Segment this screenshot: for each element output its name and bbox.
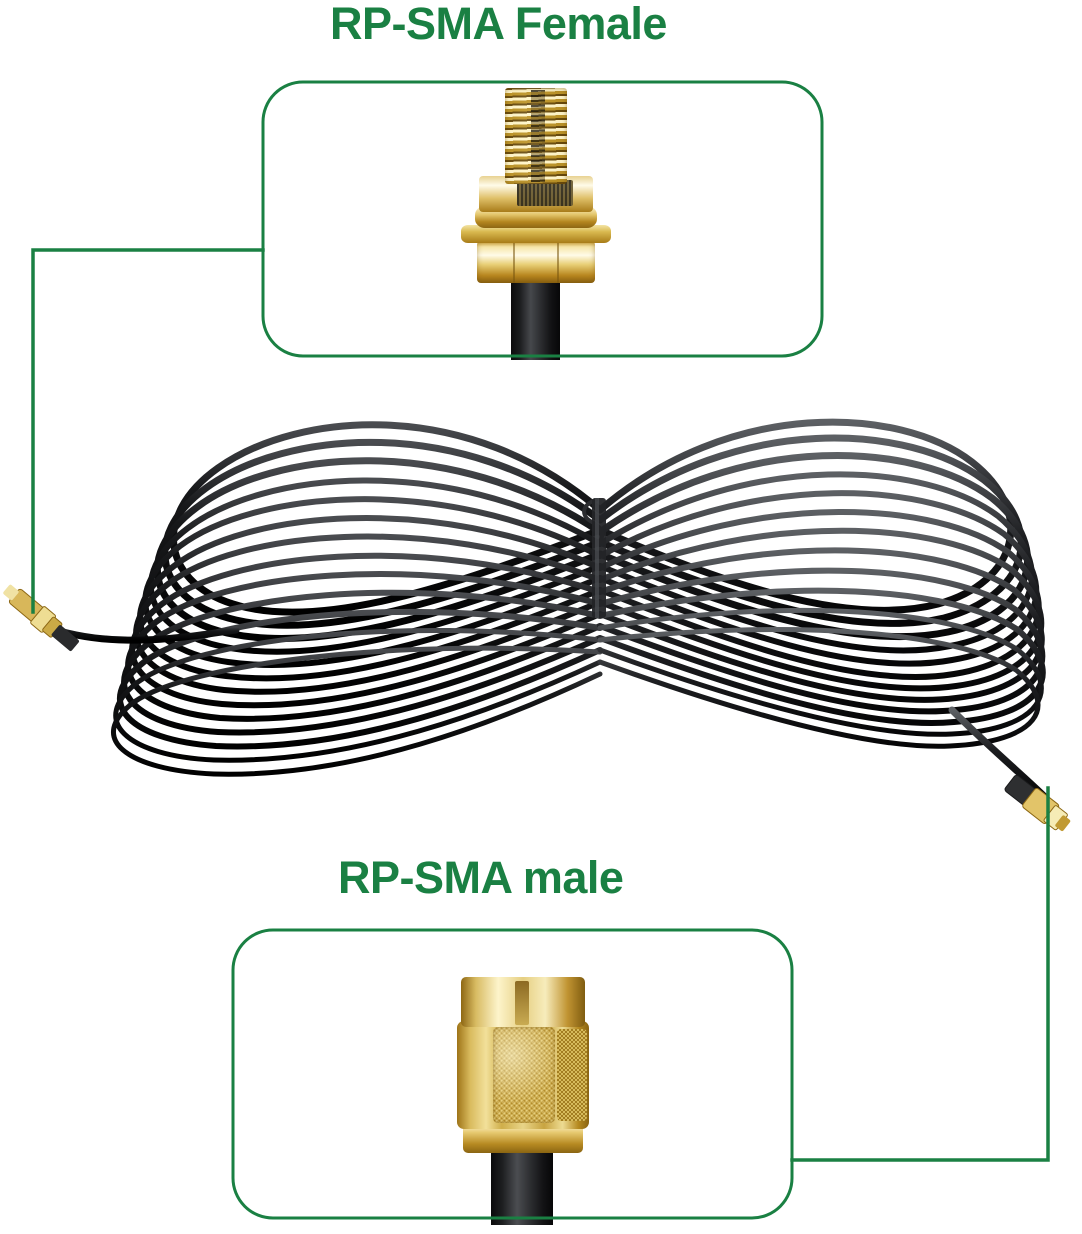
- callout-title-male: RP-SMA male: [338, 852, 624, 903]
- cable-bundle-illustration: [40, 418, 1050, 802]
- leader-line-male: [790, 786, 1050, 1162]
- female-thread-shadow: [531, 90, 545, 182]
- male-knurled-facet: [493, 1027, 555, 1123]
- male-coax-cable: [491, 1147, 553, 1225]
- bundle-right-lobe: [596, 418, 1046, 749]
- rp-sma-male-connector-photo: [435, 965, 610, 1225]
- callout-title-female: RP-SMA Female: [330, 0, 667, 49]
- rp-sma-female-connector-photo: [455, 88, 615, 360]
- cable-tie: [582, 498, 606, 618]
- male-coupling-slot: [515, 981, 529, 1025]
- coiled-cable-bundle: [0, 380, 1082, 820]
- bundle-left-lobe: [111, 421, 604, 777]
- male-knurled-side-facet: [557, 1029, 587, 1121]
- female-lower-hex-nut: [477, 241, 595, 283]
- female-coax-cable: [511, 270, 560, 360]
